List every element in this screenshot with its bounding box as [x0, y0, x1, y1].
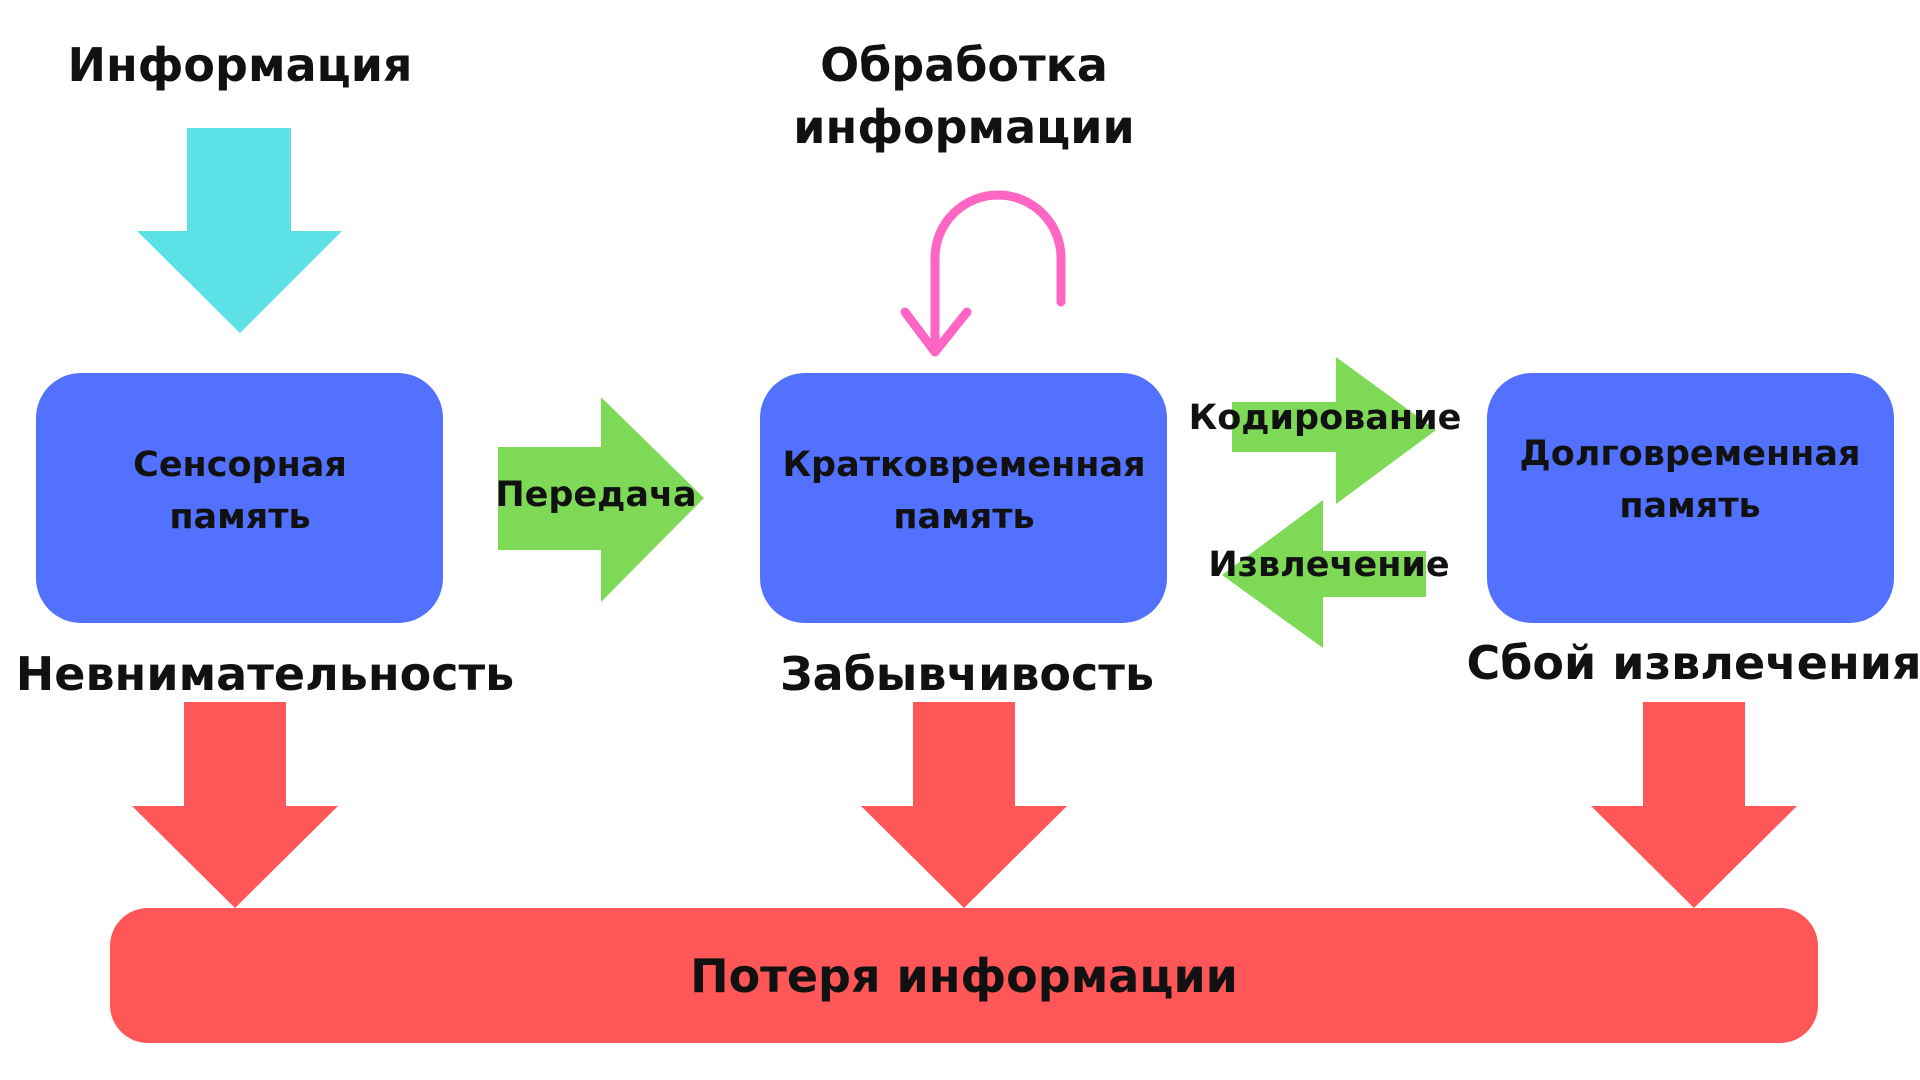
sensory-memory-line2: память [169, 497, 311, 537]
loop-arrowhead-icon [900, 307, 972, 357]
processing-label: Обработка информации [793, 34, 1134, 158]
short-term-memory-line1: Кратковременная [782, 445, 1146, 485]
inattention-label: Невнимательность [15, 647, 515, 701]
processing-label-line1: Обработка [820, 38, 1108, 92]
sensory-memory-line1: Сенсорная [133, 445, 347, 485]
long-term-memory-line1: Долговременная [1519, 434, 1861, 474]
transfer-arrow-icon [498, 397, 704, 602]
retrieval-failure-label: Сбой извлечения [1466, 636, 1920, 690]
long-term-memory-line2: память [1619, 486, 1761, 526]
loss-arrow-sensory-icon [132, 702, 338, 908]
encoding-arrow-icon [1232, 357, 1436, 504]
loss-arrow-long-term-icon [1591, 702, 1797, 908]
forgetting-label: Забывчивость [779, 647, 1155, 701]
input-label: Информация [67, 38, 413, 92]
information-loss-label: Потеря информации [690, 949, 1238, 1003]
encoding-label: Кодирование [1188, 398, 1462, 438]
loss-arrow-short-term-icon [861, 702, 1067, 908]
processing-loop-icon [930, 190, 1066, 357]
processing-label-line2: информации [793, 100, 1135, 154]
transfer-label: Передача [495, 475, 697, 515]
retrieval-arrow-icon [1222, 500, 1426, 648]
sensory-memory-label: Сенсорная память [133, 439, 347, 543]
short-term-memory-label: Кратковременная память [782, 439, 1145, 543]
short-term-memory-line2: память [893, 497, 1035, 537]
short-term-memory-box [760, 373, 1167, 623]
long-term-memory-label: Долговременная память [1520, 428, 1861, 532]
sensory-memory-box [36, 373, 443, 623]
long-term-memory-box [1487, 373, 1894, 623]
information-loss-bar [110, 908, 1818, 1043]
input-arrow-icon [137, 128, 342, 333]
retrieval-label: Извлечение [1208, 545, 1450, 585]
